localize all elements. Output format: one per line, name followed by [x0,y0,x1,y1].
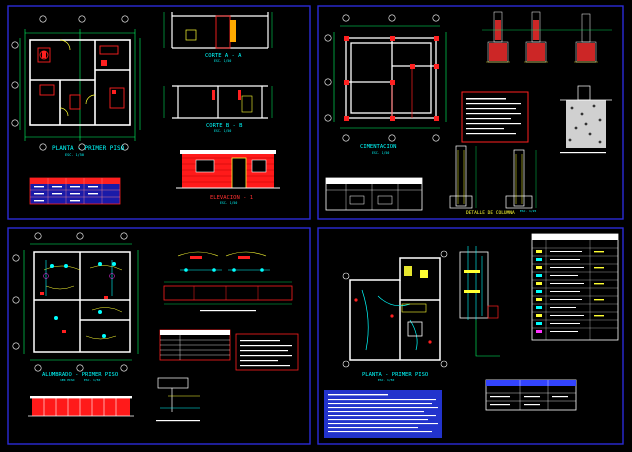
elevation-1: ELEVACION - 1 ESC. 1/50 [176,150,280,205]
sanitary-legend-table [531,233,619,341]
elevation-scale: ESC. 1/50 [220,201,237,205]
riser-diagram [459,246,500,357]
foundation-plan: CIMENTACION ESC. 1/50 [324,14,447,155]
sanitary-notes-block [324,390,442,438]
grounding-detail [156,377,200,422]
section-a-scale: ESC. 1/50 [214,59,231,63]
roof-elevation-strip [28,396,134,417]
sanitary-plan: PLANTA - PRIMER PISO ESC. 1/50 [342,250,448,382]
general-notes-box [461,91,529,143]
sheet-architecture-frame [7,5,311,220]
foundation-legend-table [325,177,423,211]
foundation-plan-scale: ESC. 1/50 [372,151,389,155]
electrical-legend [159,329,299,371]
section-a-a: CORTE A - A ESC. 1/50 [163,12,273,63]
electrical-plan-subtitle: 1ER PISO [60,378,75,382]
sanitary-plan-scale: ESC. 1/50 [378,378,394,382]
sheet-foundation-frame [317,5,624,220]
foundation-plan-title: CIMENTACION [360,144,396,150]
sanitary-plan-title: PLANTA - PRIMER PISO [362,372,428,378]
column-detail-scale: ESC. 1/25 [520,209,536,213]
electrical-plan-title: ALUMBRADO - PRIMER PISO [42,372,118,378]
column-detail: DETALLE DE COLUMNA ESC. 1/25 [449,145,536,216]
architecture-plan-title: PLANTA - PRIMER PISO [52,145,125,152]
sanitary-specs-table [485,379,577,411]
section-b-title: CORTE B - B [206,123,243,129]
wiring-diagram [163,251,293,312]
section-b-scale: ESC. 1/50 [214,129,231,133]
footing-details [482,11,612,63]
architecture-plan-scale: ESC. 1/50 [65,153,84,157]
column-detail-title: DETALLE DE COLUMNA [466,210,515,216]
sheet-frames [7,5,624,445]
section-b-b: CORTE B - B ESC. 1/50 [163,85,273,133]
electrical-plan: ALUMBRADO - PRIMER PISO 1ER PISO ESC. 1/… [12,232,139,382]
soil-detail [560,85,612,154]
architecture-floor-plan: PLANTA - PRIMER PISO ESC. 1/50 [11,15,141,157]
sheet-sanitary-frame [317,227,624,445]
door-window-schedule-table [29,177,121,205]
electrical-plan-scale: ESC. 1/50 [84,378,100,382]
section-a-title: CORTE A - A [205,53,242,59]
elevation-title: ELEVACION - 1 [210,195,253,201]
sheet-electrical-frame [7,227,311,445]
